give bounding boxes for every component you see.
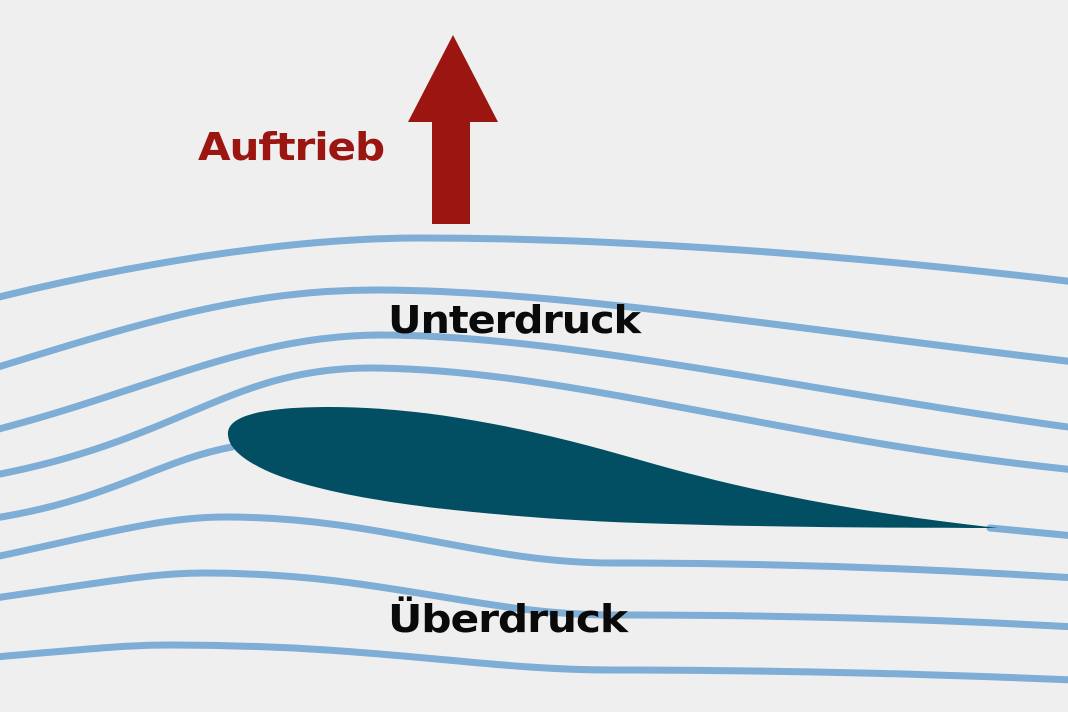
streamline-8	[0, 641, 1068, 684]
streamline-3	[0, 331, 1068, 433]
streamlines	[0, 234, 1068, 684]
streamline-5a	[0, 443, 236, 521]
lift-label: Auftrieb	[198, 125, 384, 169]
airfoil	[227, 407, 998, 528]
high-pressure-label: Überdruck	[388, 597, 629, 641]
streamline-4	[0, 364, 1068, 478]
streamline-7	[0, 569, 1068, 631]
streamline-2	[0, 286, 1068, 371]
lift-arrow-head	[408, 35, 498, 122]
streamline-5b	[986, 524, 1068, 539]
low-pressure-label: Unterdruck	[388, 298, 642, 342]
streamline-6	[0, 513, 1068, 582]
streamline-1	[0, 234, 1068, 301]
lift-arrow	[408, 35, 498, 224]
lift-arrow-shaft	[432, 118, 470, 224]
